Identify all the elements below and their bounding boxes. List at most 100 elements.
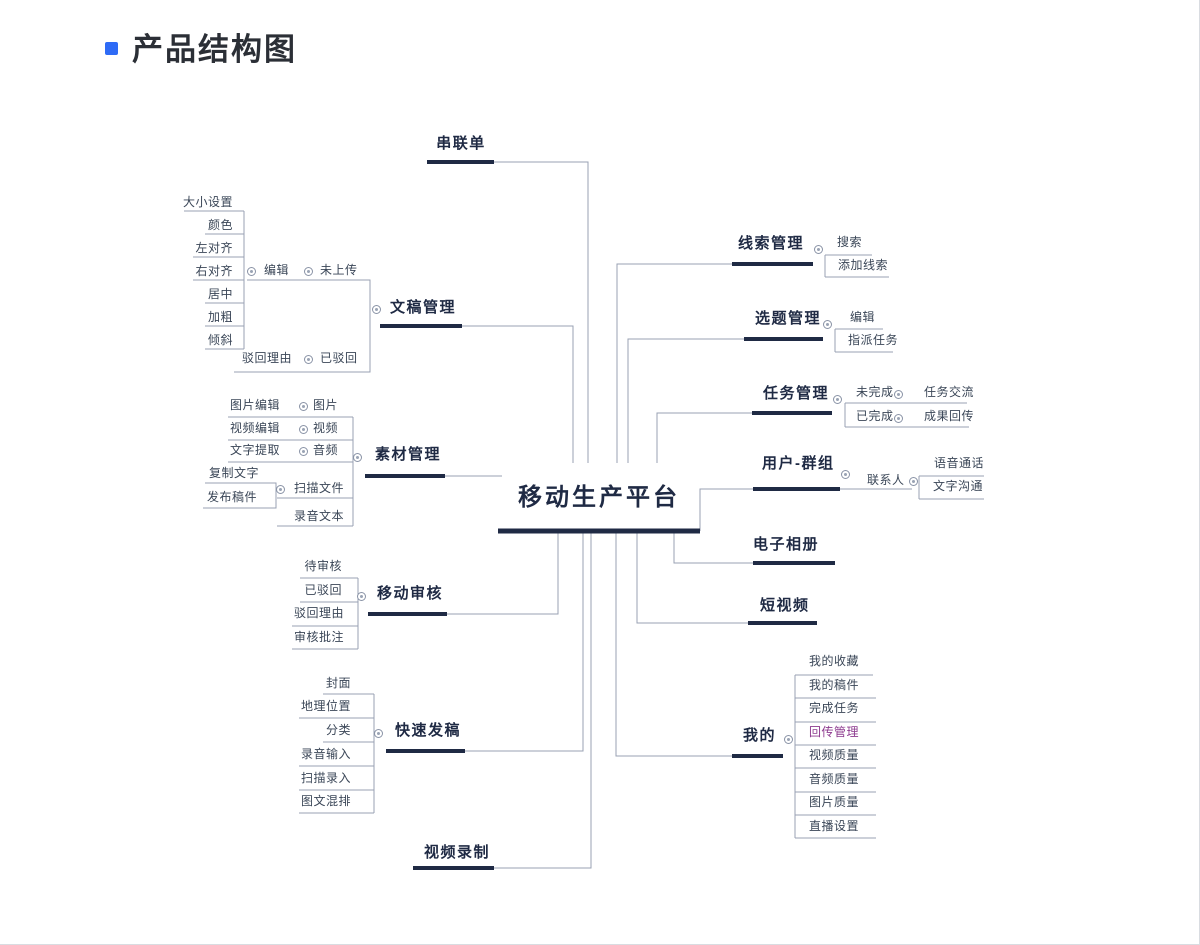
node-wei-shangchuan[interactable]: 未上传 [320,263,358,277]
connector-line [656,412,752,463]
collapse-toggle-icon[interactable] [823,320,832,329]
node-bianji-2[interactable]: 编辑 [850,310,876,324]
node-lianxiren[interactable]: 联系人 [867,473,905,487]
node-daxiao-shezhi[interactable]: 大小设置 [182,195,233,209]
collapse-toggle-icon[interactable] [372,305,381,314]
node-dai-shenhe[interactable]: 待审核 [304,559,342,573]
node-tuwen-hunpai[interactable]: 图文混排 [300,794,351,808]
node-shipin-luzhi[interactable]: 视频录制 [424,844,491,861]
collapse-toggle-icon[interactable] [374,729,383,738]
connector-line [627,338,744,463]
collapse-toggle-icon[interactable] [909,477,918,486]
collapse-toggle-icon[interactable] [304,355,313,364]
connector-line [494,531,592,869]
node-yinpin-zhiliang[interactable]: 音频质量 [809,772,860,786]
collapse-toggle-icon[interactable] [299,447,308,456]
node-yi-bohui-2[interactable]: 已驳回 [304,583,342,597]
collapse-toggle-icon[interactable] [304,267,313,276]
node-yinpin[interactable]: 音频 [313,443,339,457]
connector-line [465,531,584,752]
node-wenzi-tiqu[interactable]: 文字提取 [230,443,281,457]
node-dili-weizhi[interactable]: 地理位置 [300,699,351,713]
node-huichuan-guanli[interactable]: 回传管理 [809,725,860,739]
node-bohui-liyou-1[interactable]: 驳回理由 [242,351,293,365]
node-you-duiqi[interactable]: 右对齐 [195,264,233,278]
node-bohui-liyou-2[interactable]: 驳回理由 [293,606,344,620]
title-bullet-icon [105,42,118,55]
node-yi-bohui-1[interactable]: 已驳回 [320,351,358,365]
collapse-toggle-icon[interactable] [247,267,256,276]
node-bianji[interactable]: 编辑 [264,263,290,277]
node-yidong-shenhe[interactable]: 移动审核 [377,585,444,602]
node-wengao-guanli[interactable]: 文稿管理 [390,299,457,316]
collapse-toggle-icon[interactable] [894,414,903,423]
collapse-toggle-icon[interactable] [276,485,285,494]
node-yuyin-tonghua[interactable]: 语音通话 [934,456,985,470]
node-saomiao-luru[interactable]: 扫描录入 [300,771,351,785]
node-luyin-wenben[interactable]: 录音文本 [294,509,345,523]
node-tupian-bianji[interactable]: 图片编辑 [230,398,281,412]
connector-line [462,325,574,463]
node-sucai-guanli[interactable]: 素材管理 [375,446,442,463]
node-jiacu[interactable]: 加粗 [207,310,233,324]
connector-line [234,279,371,373]
node-qingxie[interactable]: 倾斜 [207,333,233,347]
node-wenzi-goutong[interactable]: 文字沟通 [933,479,984,493]
connector-line [673,531,753,564]
collapse-toggle-icon[interactable] [299,402,308,411]
node-wode[interactable]: 我的 [743,727,777,744]
node-renwu-guanli[interactable]: 任务管理 [763,385,830,402]
node-tupian-zhiliang[interactable]: 图片质量 [809,795,860,809]
node-chengguo-huichuan[interactable]: 成果回传 [924,409,975,423]
collapse-toggle-icon[interactable] [357,592,366,601]
node-xiansuo-guanli[interactable]: 线索管理 [738,235,805,252]
node-wode-gaojian[interactable]: 我的稿件 [809,678,860,692]
node-zhipai-renwu[interactable]: 指派任务 [848,333,899,347]
collapse-toggle-icon[interactable] [814,245,823,254]
node-xuanti-guanli[interactable]: 选题管理 [755,310,822,327]
node-fabu-gaojian[interactable]: 发布稿件 [207,490,258,504]
node-center[interactable]: 移动生产平台 [518,484,680,511]
node-shipin[interactable]: 视频 [313,421,339,435]
node-fenlei[interactable]: 分类 [325,723,351,737]
node-luyin-shuru[interactable]: 录音输入 [300,747,351,761]
node-sousuo[interactable]: 搜索 [837,235,863,249]
node-wode-shoucang[interactable]: 我的收藏 [809,654,860,668]
collapse-toggle-icon[interactable] [841,470,850,479]
page-header: 产品结构图 [105,24,297,69]
node-tianjia-xiansuo[interactable]: 添加线索 [838,258,889,272]
node-tupian[interactable]: 图片 [313,398,339,412]
connector-line [203,482,277,509]
node-renwu-jiaoliu[interactable]: 任务交流 [924,385,975,399]
collapse-toggle-icon[interactable] [894,390,903,399]
connector-line [494,161,589,463]
node-wei-wancheng[interactable]: 未完成 [856,385,894,399]
collapse-toggle-icon[interactable] [299,425,308,434]
node-chuanliandan[interactable]: 串联单 [436,135,486,152]
node-duan-shipin[interactable]: 短视频 [760,597,810,614]
node-wancheng-renwu[interactable]: 完成任务 [809,701,860,715]
collapse-toggle-icon[interactable] [784,735,793,744]
node-fuzhi-wenzi[interactable]: 复制文字 [209,466,260,480]
node-shipin-bianji[interactable]: 视频编辑 [230,421,281,435]
node-shipin-zhiliang[interactable]: 视频质量 [809,748,860,762]
connector-line [447,531,559,615]
node-dianzi-xiangce[interactable]: 电子相册 [753,536,820,553]
node-shenhe-pizhu[interactable]: 审核批注 [293,630,344,644]
node-saomiao-wenjian[interactable]: 扫描文件 [294,481,345,495]
node-yi-wancheng[interactable]: 已完成 [856,409,894,423]
connector-line [616,263,732,463]
collapse-toggle-icon[interactable] [833,395,842,404]
connector-line [699,488,753,531]
node-fengmian[interactable]: 封面 [325,676,351,690]
collapse-toggle-icon[interactable] [353,453,362,462]
node-yanse[interactable]: 颜色 [207,218,233,232]
node-zuo-duiqi[interactable]: 左对齐 [195,241,233,255]
node-yonghu-qunzu[interactable]: 用户-群组 [762,455,835,472]
node-juzhong[interactable]: 居中 [207,287,233,301]
node-zhibo-shezhi[interactable]: 直播设置 [809,819,860,833]
node-kuaisu-fagao[interactable]: 快速发稿 [395,722,462,739]
